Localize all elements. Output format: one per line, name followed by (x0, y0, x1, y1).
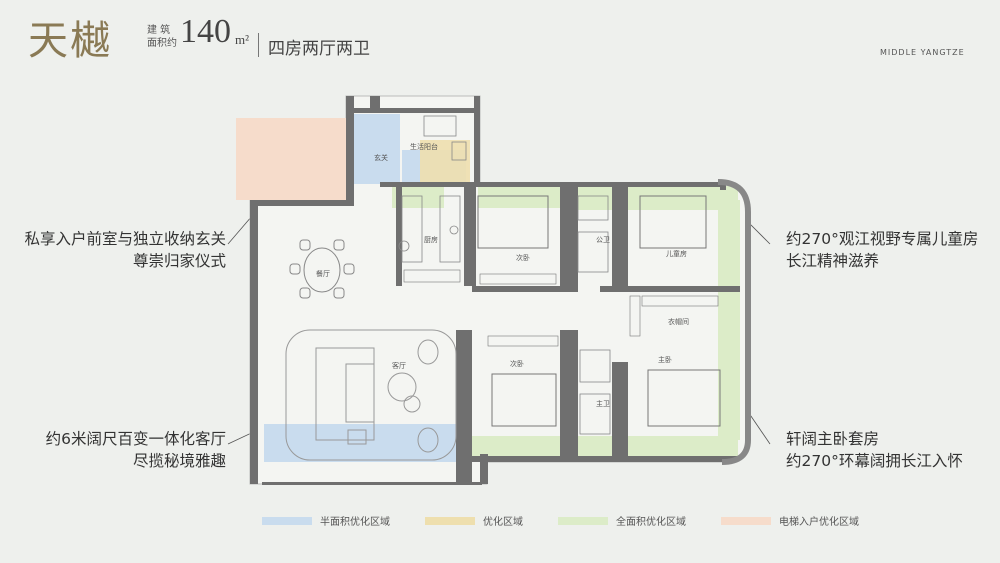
callout-kids-room: 约270°观江视野专属儿童房 长江精神滋养 (786, 228, 978, 272)
area-value: 140 (180, 13, 231, 50)
room-dining: 餐厅 (316, 269, 330, 278)
room-living: 客厅 (392, 361, 406, 370)
walls (250, 96, 740, 485)
callout-entry-line2: 尊崇归家仪式 (132, 252, 226, 270)
legend-full-area: 全面积优化区域 (558, 513, 686, 528)
legend-optimized: 优化区域 (425, 513, 523, 528)
callout-master: 轩阔主卧套房 约270°环幕阔拥长江入怀 (786, 428, 963, 472)
legend-label: 全面积优化区域 (616, 517, 686, 528)
legend-half-area: 半面积优化区域 (262, 513, 390, 528)
room-kids: 儿童房 (666, 249, 687, 258)
east-full-zone (718, 200, 740, 440)
legend-label: 半面积优化区域 (320, 517, 390, 528)
entry-half-zone (346, 114, 400, 184)
fixtures (398, 115, 611, 435)
corner-wall (717, 179, 751, 465)
balcony-optimize-zone (420, 140, 470, 182)
living-furniture (285, 329, 457, 461)
legend: 半面积优化区域 优化区域 全面积优化区域 电梯入户优化区域 (262, 513, 859, 528)
callout-master-line1: 轩阔主卧套房 (786, 430, 880, 448)
legend-label: 电梯入户优化区域 (779, 517, 859, 528)
legend-swatch-green (558, 516, 608, 525)
dining-table (289, 239, 355, 299)
legend-label: 优化区域 (483, 517, 523, 528)
room-master-bath: 主卫 (596, 399, 610, 408)
layout-type: 四房两厅两卫 (268, 39, 370, 59)
callout-master-line2: 约270°环幕阔拥长江入怀 (786, 452, 963, 470)
area-label: 建 筑 面积约 (147, 25, 177, 49)
elevator-zone (236, 118, 346, 200)
master-full-zone (578, 436, 738, 456)
legend-elevator: 电梯入户优化区域 (721, 513, 859, 528)
callout-kids-line2: 长江精神滋养 (786, 252, 880, 270)
legend-swatch-yellow (425, 516, 475, 525)
callout-entry-line1: 私享入户前室与独立收纳玄关 (24, 230, 226, 248)
room-bedroom-a: 次卧 (516, 253, 530, 262)
callout-kids-line1: 约270°观江视野专属儿童房 (786, 230, 979, 248)
kitchen-full-zone (392, 186, 444, 208)
callout-living-line1: 约6米阔尺百变一体化客厅 (45, 430, 226, 448)
room-public-bath: 公卫 (596, 236, 610, 244)
legend-swatch-orange (721, 516, 771, 525)
callout-living: 约6米阔尺百变一体化客厅 尽揽秘境雅趣 (46, 428, 226, 472)
title-divider (258, 33, 259, 57)
bedroom-b-full-zone (472, 436, 568, 456)
room-master: 主卧 (658, 355, 672, 364)
room-entry: 玄关 (374, 153, 388, 162)
kids-full-zone (578, 186, 738, 210)
project-title: 天樾 (28, 18, 112, 64)
wardrobes (403, 269, 719, 347)
callout-living-line2: 尽揽秘境雅趣 (132, 452, 226, 470)
brand-name: MIDDLE YANGTZE (880, 48, 965, 57)
legend-swatch-blue (262, 516, 312, 525)
beds (477, 195, 721, 427)
room-kitchen: 厨房 (424, 235, 438, 244)
room-service-balcony: 生活阳台 (410, 142, 438, 151)
bedroom-a-full-zone (478, 186, 568, 208)
room-bedroom-b: 次卧 (510, 359, 524, 368)
area-unit: m² (235, 32, 250, 47)
callout-entry: 私享入户前室与独立收纳玄关 尊崇归家仪式 (24, 228, 226, 272)
room-closet: 衣帽间 (668, 317, 689, 326)
